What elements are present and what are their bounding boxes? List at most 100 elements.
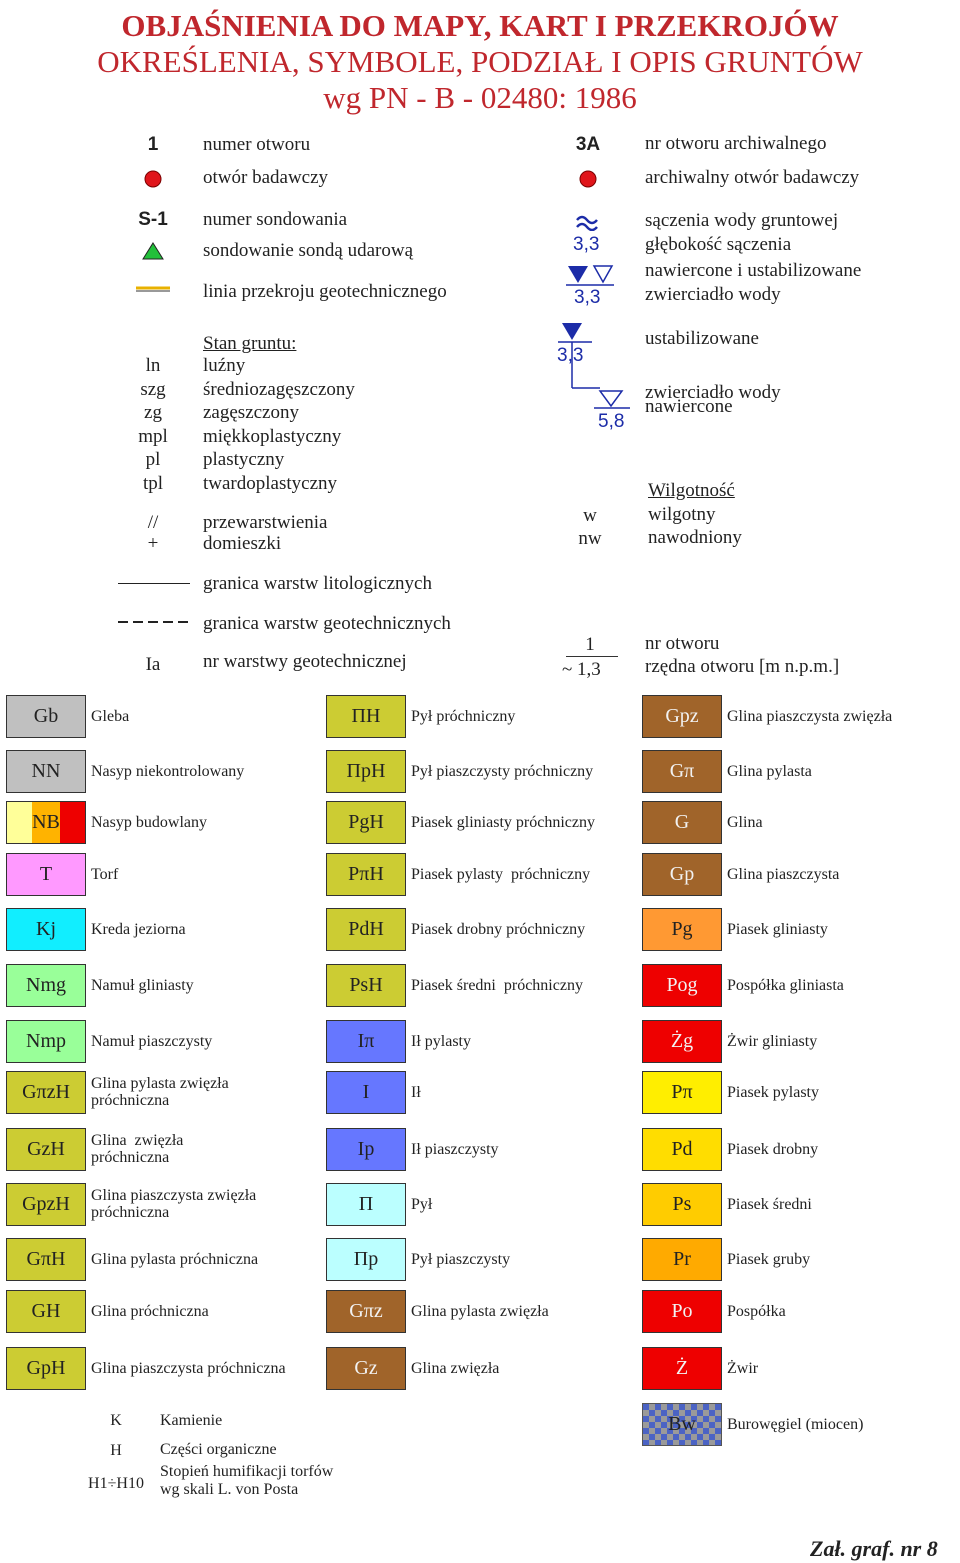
soil-code: Nmp <box>26 1030 66 1052</box>
soil-code: PdH <box>348 918 384 940</box>
archival-number-symbol: 3A <box>575 134 601 155</box>
section-line-label: linia przekroju geotechnicznego <box>203 281 447 302</box>
soil-desc: Nasyp budowlany <box>91 814 207 831</box>
borehole-dot-icon <box>144 170 162 188</box>
seepage-wave-icon <box>576 215 598 231</box>
moisture-nw-label: nawodniony <box>648 527 742 548</box>
soil-desc: Piasek drobny próchniczny <box>411 921 586 938</box>
sounding-number-symbol: S-1 <box>138 209 168 230</box>
geo-boundary-label: granica warstw geotechnicznych <box>203 613 451 634</box>
soil-desc: Pospółka gliniasta <box>727 977 844 994</box>
soil-code: I <box>362 1081 370 1103</box>
soil-code: G <box>674 811 690 833</box>
water-table-label-2: zwierciadło wody <box>645 284 781 305</box>
moisture-nw-abbr: nw <box>578 528 602 549</box>
soil-code: Pog <box>666 974 698 996</box>
soil-swatch: G <box>642 801 722 844</box>
soil-desc: Glina piaszczysta zwięzła <box>727 708 893 725</box>
title-line-2: OKREŚLENIA, SYMBOLE, PODZIAŁ I OPIS GRUN… <box>97 44 863 79</box>
soil-swatch: PπH <box>326 853 406 896</box>
soil-code: GπH <box>26 1248 66 1270</box>
soil-desc: Glina zwięzła <box>411 1360 500 1377</box>
seepage-label-1: sączenia wody gruntowej <box>645 210 839 231</box>
soil-code: ΠpH <box>346 760 386 782</box>
soil-swatch-bw: Bw <box>642 1403 722 1446</box>
admixture-label: domieszki <box>203 533 282 554</box>
soil-state-abbr: szg <box>140 378 166 400</box>
stabilized-depth: 3,3 <box>557 345 584 366</box>
soil-desc: Namuł piaszczysty <box>91 1033 213 1050</box>
soil-code: Pd <box>671 1138 693 1160</box>
drilled-label-1: zwierciadło wody <box>645 382 781 403</box>
soil-desc: Piasek gliniasty <box>727 921 828 938</box>
soil-desc: Ił piaszczysty <box>411 1141 499 1158</box>
archival-borehole-label: archiwalny otwór badawczy <box>645 167 860 188</box>
geo-layer-number: Ia <box>145 654 161 675</box>
interlayer-abbr: // <box>147 512 159 533</box>
soil-swatch: Nmp <box>6 1020 86 1063</box>
soil-swatch: PsH <box>326 964 406 1007</box>
soil-swatch: NB <box>6 801 86 844</box>
soil-state-label: miękkoplastyczny <box>203 425 342 447</box>
soil-desc: Żwir <box>727 1360 759 1377</box>
seepage-depth: 3,3 <box>573 234 600 255</box>
litho-boundary-line <box>118 583 190 584</box>
soil-desc: Piasek średni próchniczny <box>411 977 583 994</box>
soil-code-bw: Bw <box>668 1413 696 1435</box>
soil-desc: Glina zwięzła próchniczna <box>91 1132 184 1166</box>
soil-code: Gpz <box>665 705 699 727</box>
soil-state-label: luźny <box>203 355 246 376</box>
soil-code: Ż <box>675 1357 689 1379</box>
borehole-label: otwór badawczy <box>203 167 329 188</box>
title-line-1: OBJAŚNIENIA DO MAPY, KART I PRZEKROJÓW <box>121 8 839 43</box>
sounding-label: sondowanie sondą udarową <box>203 240 414 261</box>
soil-desc: Glina próchniczna <box>91 1303 209 1320</box>
soil-code: Gπ <box>669 760 695 782</box>
borehole-number-label: numer otworu <box>203 134 311 155</box>
soil-swatch: Gπz <box>326 1290 406 1333</box>
soil-state-title: Stan gruntu: <box>203 333 297 354</box>
note-h1h10-label: Stopień humifikacji torfów wg skali L. v… <box>160 1463 334 1498</box>
soil-swatch: GπzH <box>6 1071 86 1114</box>
water-table-depth: 3,3 <box>574 287 601 308</box>
soil-swatch: GπH <box>6 1238 86 1281</box>
soil-code: Nmg <box>26 974 66 996</box>
soil-code: Π <box>358 1193 374 1215</box>
soil-desc: Torf <box>91 866 119 883</box>
soil-desc: Glina pylasta próchniczna <box>91 1251 259 1268</box>
soil-desc: Piasek średni <box>727 1196 812 1213</box>
fraction-bottom: ~ 1,3 <box>562 659 601 680</box>
soil-code: NN <box>31 760 61 782</box>
soil-desc: Glina pylasta <box>727 763 812 780</box>
soil-swatch: Po <box>642 1290 722 1333</box>
fraction-label-1: nr otworu <box>645 633 720 654</box>
archival-number-label: nr otworu archiwalnego <box>645 133 827 154</box>
admixture-abbr: + <box>147 533 159 554</box>
soil-swatch: GpH <box>6 1347 86 1390</box>
soil-desc: Pył próchniczny <box>411 708 516 725</box>
soil-swatch: Pd <box>642 1128 722 1171</box>
sounding-triangle-icon <box>142 242 164 260</box>
soil-desc: Namuł gliniasty <box>91 977 194 994</box>
soil-swatch: Gz <box>326 1347 406 1390</box>
soil-code: T <box>39 863 53 885</box>
water-level-diagram-icon <box>558 323 630 409</box>
soil-code: Po <box>671 1300 693 1322</box>
soil-code: Pr <box>673 1248 691 1270</box>
soil-code: PgH <box>348 811 384 833</box>
soil-code: Πp <box>353 1248 379 1270</box>
drilled-depth: 5,8 <box>598 411 625 432</box>
soil-swatch: GzH <box>6 1128 86 1171</box>
soil-swatch: PgH <box>326 801 406 844</box>
soil-desc: Glina piaszczysta próchniczna <box>91 1360 286 1377</box>
soil-desc: Piasek drobny <box>727 1141 819 1158</box>
soil-desc: Glina pylasta zwięzła próchniczna <box>91 1075 229 1109</box>
soil-code: Gz <box>354 1357 378 1379</box>
soil-desc: Żwir gliniasty <box>727 1033 818 1050</box>
soil-code: Ps <box>672 1193 692 1215</box>
note-h-label: Części organiczne <box>160 1441 277 1458</box>
soil-swatch: Ps <box>642 1183 722 1226</box>
soil-code: Kj <box>36 918 56 940</box>
title-line-3: wg PN - B - 02480: 1986 <box>323 80 637 115</box>
soil-code: Gπz <box>349 1300 383 1322</box>
